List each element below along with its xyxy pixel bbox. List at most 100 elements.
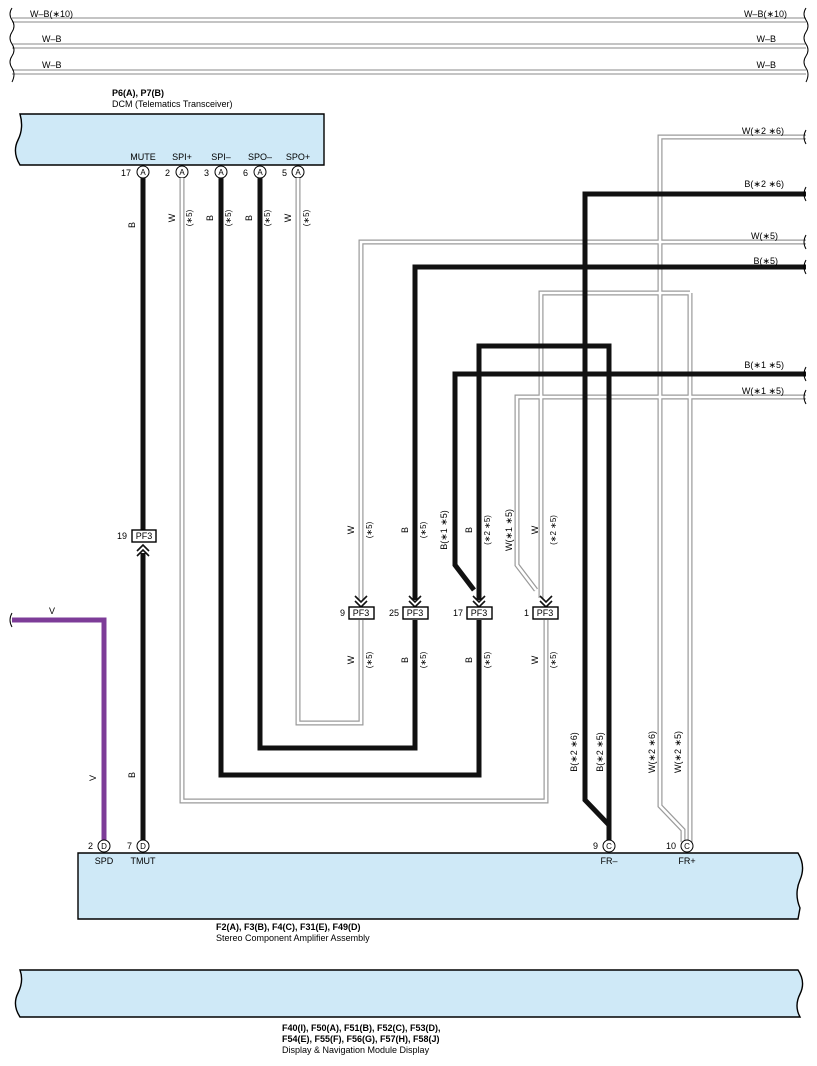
below4-wire-note: (∗5) <box>549 651 558 668</box>
bus-row-1-right-label: W–B(∗10) <box>744 9 787 19</box>
junction-17-number: 17 <box>453 608 463 618</box>
col3-wire-label: B(∗1 ∗5) <box>439 510 449 550</box>
dcm-name: DCM (Telematics Transceiver) <box>112 99 233 109</box>
junction-1-name: PF3 <box>537 608 554 618</box>
right-wire-label-2: B(∗2 ∗6) <box>744 179 784 189</box>
spi-plus-wire-note: (∗5) <box>185 209 194 226</box>
display-connector-codes-line2: F54(E), F55(F), F56(G), F57(H), F58(J) <box>282 1034 440 1044</box>
col4-wire-note: (∗2 ∗5) <box>483 515 492 545</box>
col6-wire-note: (∗2 ∗5) <box>549 515 558 545</box>
spo-plus-wire-label: W <box>283 213 293 222</box>
bus-right-break-marks <box>803 7 809 83</box>
dcm-pin-spi-minus-label: SPI– <box>211 152 231 162</box>
spi-plus-wire-label: W <box>167 213 177 222</box>
black-wires <box>140 178 806 842</box>
dcm-pin-spo-minus-connector: A <box>257 168 263 177</box>
mute-wire-label: B <box>127 222 137 228</box>
junction-9-number: 9 <box>340 608 345 618</box>
fr-plus-wire-label-b: W(∗2 ∗5) <box>673 731 683 773</box>
junction-pf3-1: PF3 1 <box>524 595 559 620</box>
junction-pf3-9: PF3 9 <box>340 595 375 620</box>
vertical-wire-labels: B W (∗5) B (∗5) B (∗5) W (∗5) W (∗5) B (… <box>49 209 683 781</box>
amp-pin-tmut-number: 7 <box>127 841 132 851</box>
spo-plus-wire-note: (∗5) <box>302 209 311 226</box>
dcm-pin-mute-connector: A <box>140 168 146 177</box>
dcm-pin-mute-number: 17 <box>121 168 131 178</box>
dcm-pin-spo-minus-label: SPO– <box>248 152 272 162</box>
amp-pin-fr-plus-number: 10 <box>666 841 676 851</box>
below1-wire-note: (∗5) <box>365 651 374 668</box>
below3-wire-note: (∗5) <box>483 651 492 668</box>
junction-1-number: 1 <box>524 608 529 618</box>
below2-wire-label: B <box>400 657 410 663</box>
col2-wire-note: (∗5) <box>419 521 428 538</box>
spd-wire-label-top: V <box>49 606 55 616</box>
right-wire-label-4: B(∗5) <box>753 256 778 266</box>
dcm-pin-mute-label: MUTE <box>130 152 156 162</box>
col1-wire-note: (∗5) <box>365 521 374 538</box>
col4-wire-label: B <box>464 527 474 533</box>
dcm-pin-spi-plus-connector: A <box>179 168 185 177</box>
col1-wire-label: W <box>346 525 356 534</box>
amplifier-pins: D 2 SPD D 7 TMUT C 9 FR– C 10 FR+ <box>88 839 696 866</box>
fr-minus-wire-label-a: B(∗2 ∗6) <box>569 732 579 772</box>
junction-pf3-17: PF3 17 <box>453 595 493 620</box>
dcm-pin-spi-minus-number: 3 <box>204 168 209 178</box>
junction-19-number: 19 <box>117 531 127 541</box>
amp-pin-fr-plus: C 10 FR+ <box>666 839 696 866</box>
bus-row-3-left-label: W–B <box>42 60 62 70</box>
display-body <box>14 969 804 1018</box>
dcm-body <box>14 113 325 166</box>
below3-wire-label: B <box>464 657 474 663</box>
spd-wire-label-side: V <box>88 775 98 781</box>
amplifier-body <box>77 852 804 920</box>
dcm-component: P6(A), P7(B) DCM (Telematics Transceiver… <box>14 88 325 166</box>
col2-wire-label: B <box>400 527 410 533</box>
spi-minus-wire-note: (∗5) <box>224 209 233 226</box>
bus-row-3: W–B W–B <box>12 60 806 75</box>
dcm-pin-spi-plus-number: 2 <box>165 168 170 178</box>
dcm-pin-spo-plus: SPO+ 5 A <box>282 152 310 179</box>
wires <box>12 134 806 842</box>
violet-wire-spd <box>12 617 107 842</box>
dcm-pin-spo-plus-number: 5 <box>282 168 287 178</box>
right-wire-label-6: W(∗1 ∗5) <box>742 386 784 396</box>
right-wire-break-marks <box>9 129 807 628</box>
dcm-pin-mute: MUTE 17 A <box>121 152 156 179</box>
amplifier-connector-codes: F2(A), F3(B), F4(C), F31(E), F49(D) <box>216 922 361 932</box>
bus-row-1-left-label: W–B(∗10) <box>30 9 73 19</box>
junction-pf3-19: PF3 19 <box>117 529 157 557</box>
amp-pin-fr-minus-connector: C <box>606 842 612 851</box>
below4-wire-label: W <box>530 655 540 664</box>
display-name: Display & Navigation Module Display <box>282 1045 430 1055</box>
top-bus: W–B(∗10) W–B(∗10) W–B W–B W–B W–B <box>9 7 809 83</box>
col6-wire-label: W <box>530 525 540 534</box>
bus-row-2-left-label: W–B <box>42 34 62 44</box>
tmut-wire-label: B <box>127 772 137 778</box>
junction-pf3-25: PF3 25 <box>389 595 429 620</box>
display-component: F40(I), F50(A), F51(B), F52(C), F53(D), … <box>14 969 804 1055</box>
bus-row-2-right-label: W–B <box>756 34 776 44</box>
white-wires-inner <box>180 135 806 842</box>
amp-pin-fr-plus-connector: C <box>684 842 690 851</box>
dcm-pin-spi-plus-label: SPI+ <box>172 152 192 162</box>
junction-25-number: 25 <box>389 608 399 618</box>
bus-row-1: W–B(∗10) W–B(∗10) <box>12 9 806 23</box>
amp-pin-spd-connector: D <box>101 842 107 851</box>
amp-pin-spd: D 2 SPD <box>88 839 114 866</box>
amp-pin-spd-number: 2 <box>88 841 93 851</box>
amplifier-name: Stereo Component Amplifier Assembly <box>216 933 370 943</box>
dcm-pin-spi-minus-connector: A <box>218 168 224 177</box>
dcm-pin-spo-plus-label: SPO+ <box>286 152 310 162</box>
below1-wire-label: W <box>346 655 356 664</box>
amp-pin-fr-minus: C 9 FR– <box>593 839 618 866</box>
junction-9-name: PF3 <box>353 608 370 618</box>
junction-25-name: PF3 <box>407 608 424 618</box>
dcm-connector-codes: P6(A), P7(B) <box>112 88 164 98</box>
dcm-pins: MUTE 17 A SPI+ 2 A SPI– 3 A SPO– 6 A SPO… <box>121 152 310 179</box>
dcm-pin-spo-plus-connector: A <box>295 168 301 177</box>
fr-minus-wire-label-b: B(∗2 ∗5) <box>595 732 605 772</box>
bus-row-2: W–B W–B <box>12 34 806 49</box>
below2-wire-note: (∗5) <box>419 651 428 668</box>
